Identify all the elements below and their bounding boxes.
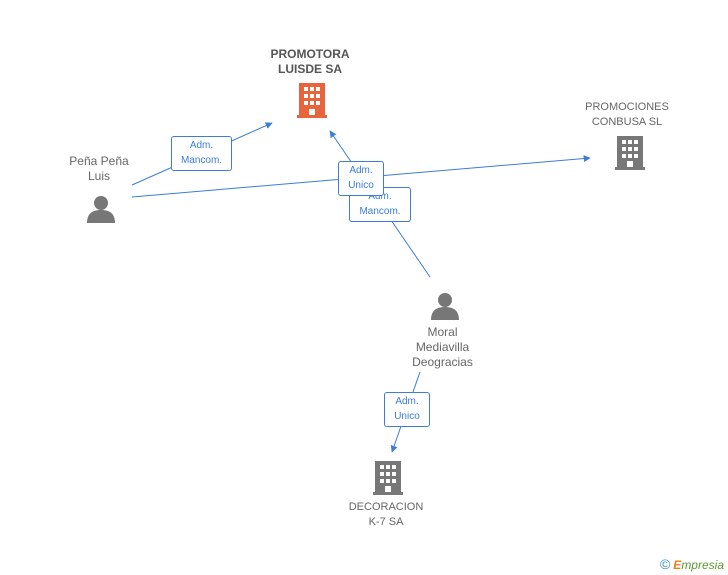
- copyright-footer: ©Empresia: [660, 556, 724, 572]
- edge-label-pena-promotora: Adm. Mancom.: [171, 136, 232, 171]
- person-icon: [87, 196, 115, 223]
- building-icon: [373, 461, 403, 495]
- brand-logo-initial: E: [673, 558, 682, 572]
- node-label-pena[interactable]: Peña Peña Luis: [69, 154, 129, 183]
- node-label-decoracion[interactable]: DECORACION K-7 SA: [348, 501, 424, 528]
- brand-logo-text: mpresia: [681, 558, 724, 572]
- edge-label-pena-promociones: Adm. Unico: [338, 161, 384, 196]
- edge-label-moral-decoracion: Adm. Unico: [384, 392, 430, 427]
- building-icon: [615, 136, 645, 170]
- building-icon: [297, 83, 327, 118]
- copyright-icon: ©: [659, 556, 671, 572]
- person-icon: [431, 293, 459, 320]
- node-label-moral[interactable]: Moral Mediavilla Deogracias: [412, 325, 473, 369]
- node-label-promotora[interactable]: PROMOTORA LUISDE SA: [270, 47, 350, 76]
- node-label-promociones[interactable]: PROMOCIONES CONBUSA SL: [585, 101, 669, 128]
